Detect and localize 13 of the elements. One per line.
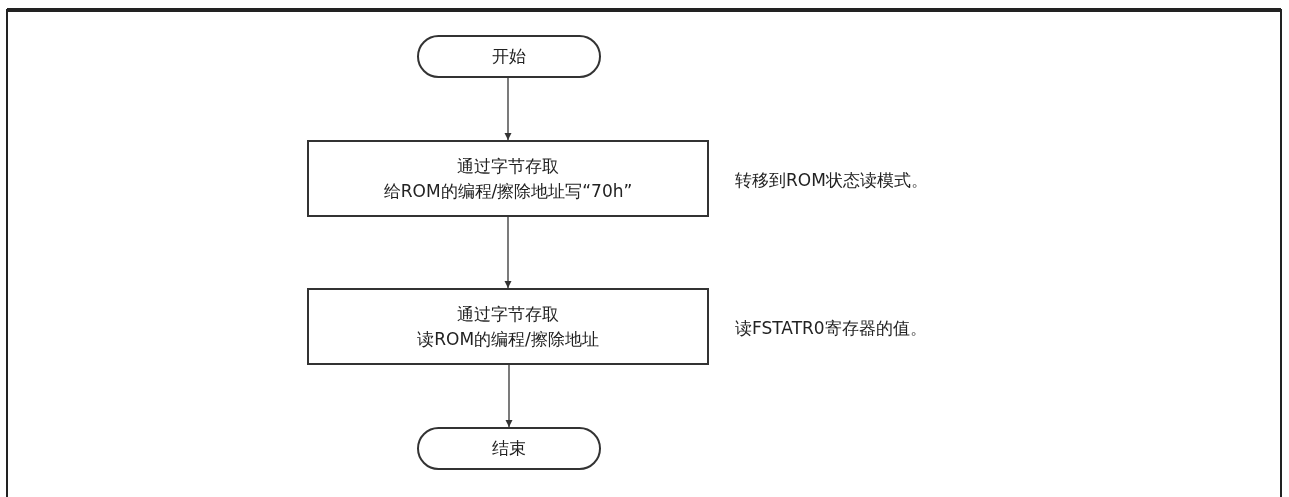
side-note: 转移到ROM状态读模式。	[735, 168, 928, 192]
arrow	[504, 216, 512, 289]
terminal-box	[417, 427, 601, 470]
arrow	[504, 77, 512, 141]
side-note: 读FSTATR0寄存器的值。	[735, 316, 927, 340]
box-text: 开始	[492, 45, 526, 68]
terminal-box	[417, 35, 601, 78]
box-text: 通过字节存取	[457, 154, 559, 178]
arrow	[505, 364, 513, 428]
box-text: 通过字节存取	[457, 302, 559, 326]
box-text: 给ROM的编程/擦除地址写“70h”	[383, 179, 633, 203]
box-text: 结束	[492, 437, 526, 460]
box-text: 读ROM的编程/擦除地址	[417, 327, 599, 351]
